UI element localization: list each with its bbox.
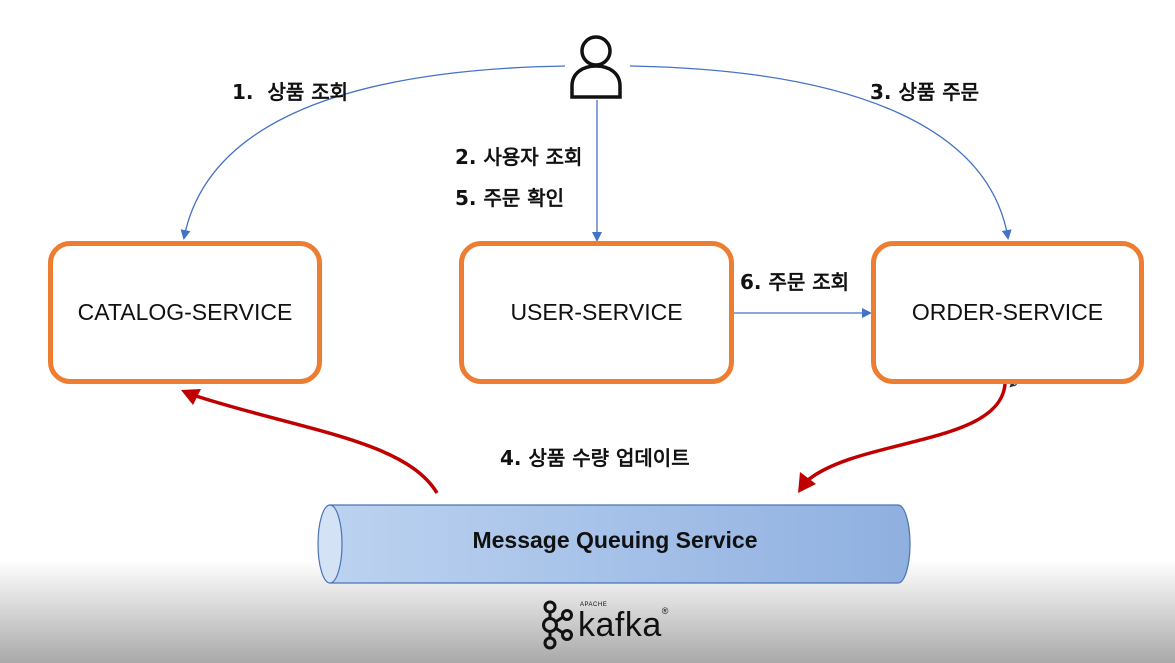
user-service-label: USER-SERVICE <box>510 299 683 325</box>
kafka-word-text: kafka <box>578 605 662 644</box>
step-3-label: 3. 상품 주문 <box>870 80 980 104</box>
arrow-to-order <box>629 65 1012 240</box>
step-2-label: 2. 사용자 조회 <box>455 145 583 169</box>
catalog-service-label: CATALOG-SERVICE <box>77 299 293 325</box>
order-service-box: ORDER-SERVICE <box>871 241 1144 384</box>
step-6-label: 6. 주문 조회 <box>740 270 850 294</box>
order-service-label: ORDER-SERVICE <box>911 299 1104 325</box>
user-icon <box>570 35 622 99</box>
kafka-logo-icon <box>542 600 573 650</box>
step-4-label: 4. 상품 수량 업데이트 <box>500 446 690 470</box>
catalog-service-box: CATALOG-SERVICE <box>48 241 322 384</box>
kafka-apache-text: APACHE <box>580 601 608 608</box>
kafka-registered-mark: ® <box>661 605 669 616</box>
arrow-order-to-queue <box>806 383 1007 482</box>
arrow-order-to-queue-head <box>798 472 816 493</box>
user-service-box: USER-SERVICE <box>459 241 734 384</box>
arrow-queue-to-catalog <box>192 393 439 494</box>
arrow-to-catalog <box>180 65 566 240</box>
kafka-wordmark: APACHE kafka® <box>578 602 669 645</box>
step-5-label: 5. 주문 확인 <box>455 186 565 210</box>
arrow-queue-to-catalog-head <box>181 389 201 405</box>
step-1-label: 1. 상품 조회 <box>232 80 349 104</box>
queue-label: Message Queuing Service <box>472 527 758 553</box>
kafka-logo: APACHE kafka® <box>540 597 669 653</box>
message-queue-cylinder <box>317 504 911 584</box>
